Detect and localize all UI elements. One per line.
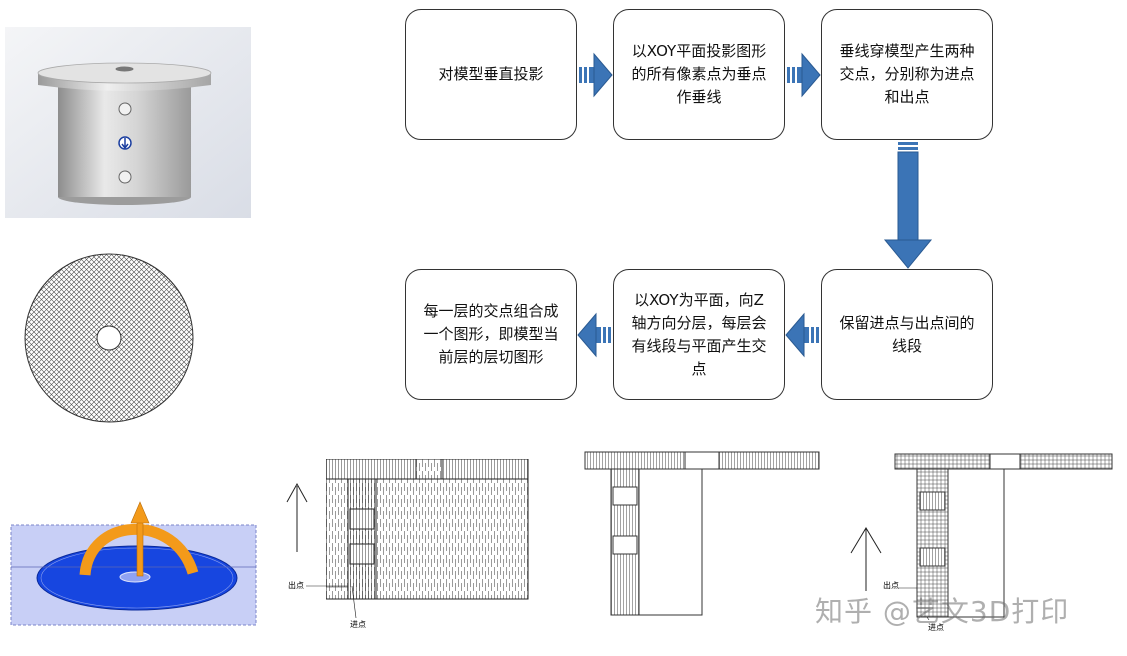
flow-step-layering: 以XOY为平面，向Z 轴方向分层，每层会 有线段与平面产生交 点 bbox=[613, 269, 785, 400]
flow-step-keep-segments: 保留进点与出点间的 线段 bbox=[821, 269, 993, 400]
z-direction-arrow-2 bbox=[850, 527, 882, 591]
z-direction-arrow-1 bbox=[286, 482, 308, 552]
projection-disc bbox=[24, 252, 194, 424]
model-3d-render bbox=[5, 27, 251, 218]
flow-step-layer-slice: 每一层的交点组合成 一个图形，即模型当 前层的层切图形 bbox=[405, 269, 577, 400]
exit-point-label-1: 出点 bbox=[288, 581, 304, 590]
segment-section-1 bbox=[326, 459, 529, 600]
slicing-plane-render bbox=[5, 497, 260, 628]
flow-arrow-left-2 bbox=[577, 312, 611, 358]
flow-step-pixel-perpendiculars: 以XOY平面投影图形 的所有像素点为垂点 作垂线 bbox=[613, 9, 785, 140]
flow-arrow-right-1 bbox=[579, 52, 613, 98]
flow-arrow-right-2 bbox=[787, 52, 821, 98]
entry-point-label-1: 进点 bbox=[350, 620, 366, 629]
flow-arrow-left-1 bbox=[785, 312, 819, 358]
flow-step-vertical-projection: 对模型垂直投影 bbox=[405, 9, 577, 140]
exit-point-label-2: 出点 bbox=[883, 581, 899, 590]
label-leader-lines-1 bbox=[306, 585, 357, 619]
t-profile-section-grid bbox=[894, 453, 1113, 620]
t-profile-section-vertical bbox=[584, 451, 820, 616]
watermark: 知乎 @艺文3D打印 bbox=[815, 595, 1070, 628]
entry-point-label-2: 进点 bbox=[928, 623, 944, 632]
flow-arrow-down bbox=[883, 142, 933, 269]
flow-step-entry-exit-points: 垂线穿模型产生两种 交点，分别称为进点 和出点 bbox=[821, 9, 993, 140]
